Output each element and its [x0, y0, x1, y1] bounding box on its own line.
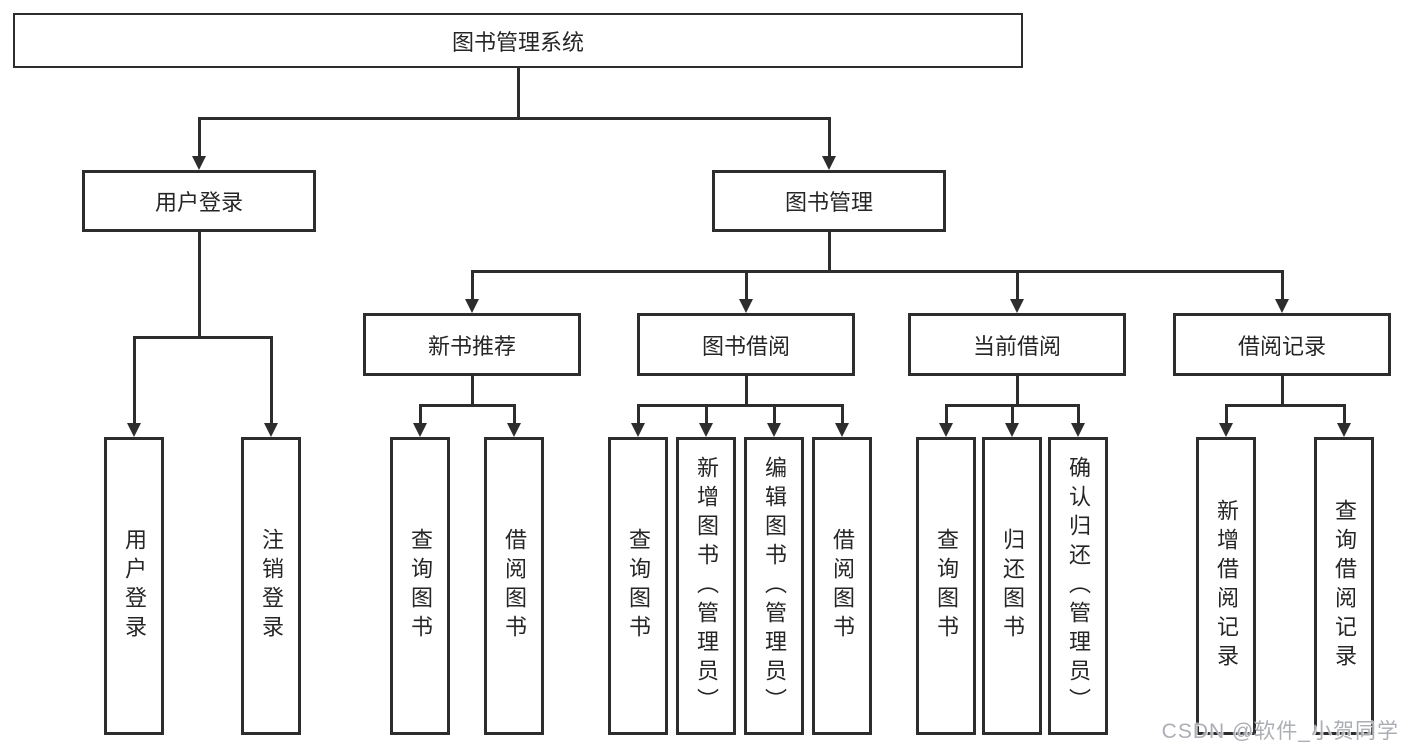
leaf-borrow-books-newbook: 借阅图书	[484, 437, 544, 735]
leaf-confirm-return-admin-label: 确认归还（管理员）	[1066, 455, 1091, 717]
arrow-down-icon	[822, 156, 836, 170]
connector-line	[419, 404, 422, 425]
connector-line	[841, 404, 844, 425]
leaf-query-books-newbook-label: 查询图书	[408, 528, 433, 644]
leaf-query-books-newbook: 查询图书	[390, 437, 450, 735]
connector-line	[1225, 404, 1345, 407]
node-current-borrow-label: 当前借阅	[972, 333, 1061, 359]
node-user-login: 用户登录	[82, 170, 316, 232]
arrow-down-icon	[192, 156, 206, 170]
leaf-query-books-borrow-label: 查询图书	[626, 528, 651, 644]
leaf-borrow-books-borrow-label: 借阅图书	[830, 528, 855, 644]
arrow-down-icon	[739, 299, 753, 313]
arrow-down-icon	[1010, 299, 1024, 313]
connector-line	[133, 336, 136, 424]
arrow-down-icon	[1337, 423, 1351, 437]
leaf-add-borrow-record-label: 新增借阅记录	[1214, 499, 1239, 673]
leaf-query-books-borrow: 查询图书	[608, 437, 668, 735]
leaf-user-login-label: 用户登录	[122, 528, 147, 644]
leaf-add-borrow-record: 新增借阅记录	[1196, 437, 1256, 735]
arrow-down-icon	[127, 423, 141, 437]
watermark: CSDN @软件_小贺同学	[1161, 720, 1399, 743]
leaf-query-borrow-record: 查询借阅记录	[1314, 437, 1374, 735]
leaf-add-book-admin: 新增图书（管理员）	[676, 437, 736, 735]
connector-line	[1343, 404, 1346, 425]
connector-line	[419, 404, 516, 407]
node-borrow-records-label: 借阅记录	[1237, 333, 1326, 359]
leaf-logout-label: 注销登录	[259, 528, 284, 644]
leaf-query-borrow-record-label: 查询借阅记录	[1332, 499, 1357, 673]
node-book-borrow-label: 图书借阅	[701, 333, 790, 359]
arrow-down-icon	[1219, 423, 1233, 437]
leaf-query-books-current-label: 查询图书	[934, 528, 959, 644]
connector-line	[773, 404, 776, 425]
connector-line	[745, 374, 748, 406]
leaf-user-login: 用户登录	[104, 437, 164, 735]
connector-line	[198, 117, 831, 120]
connector-line	[1016, 270, 1019, 301]
connector-line	[828, 117, 831, 157]
node-current-borrow: 当前借阅	[908, 313, 1126, 376]
leaf-borrow-books-borrow: 借阅图书	[812, 437, 872, 735]
connector-line	[1077, 404, 1080, 425]
connector-line	[471, 374, 474, 406]
node-book-borrow: 图书借阅	[637, 313, 855, 376]
leaf-borrow-books-newbook-label: 借阅图书	[502, 528, 527, 644]
node-user-login-label: 用户登录	[154, 190, 243, 215]
node-new-book-recommend-label: 新书推荐	[427, 333, 516, 359]
arrow-down-icon	[767, 423, 781, 437]
node-borrow-records: 借阅记录	[1173, 313, 1391, 376]
node-library-system-label: 图书管理系统	[451, 29, 584, 55]
leaf-add-book-admin-label: 新增图书（管理员）	[694, 455, 719, 717]
connector-line	[270, 336, 273, 424]
connector-line	[745, 270, 748, 301]
arrow-down-icon	[1071, 423, 1085, 437]
leaf-edit-book-admin: 编辑图书（管理员）	[744, 437, 804, 735]
connector-line	[513, 404, 516, 425]
leaf-confirm-return-admin: 确认归还（管理员）	[1048, 437, 1108, 735]
arrow-down-icon	[835, 423, 849, 437]
arrow-down-icon	[699, 423, 713, 437]
connector-line	[637, 404, 843, 407]
arrow-down-icon	[1275, 299, 1289, 313]
connector-line	[133, 336, 273, 339]
arrow-down-icon	[507, 423, 521, 437]
arrow-down-icon	[939, 423, 953, 437]
connector-line	[1281, 374, 1284, 406]
connector-line	[517, 66, 520, 120]
arrow-down-icon	[465, 299, 479, 313]
leaf-return-book: 归还图书	[982, 437, 1042, 735]
arrow-down-icon	[264, 423, 278, 437]
arrow-down-icon	[413, 423, 427, 437]
arrow-down-icon	[631, 423, 645, 437]
connector-line	[945, 404, 948, 425]
connector-line	[1225, 404, 1228, 425]
node-book-management-label: 图书管理	[784, 190, 873, 215]
node-book-management: 图书管理	[712, 170, 946, 232]
leaf-edit-book-admin-label: 编辑图书（管理员）	[762, 455, 787, 717]
connector-line	[1016, 374, 1019, 406]
leaf-return-book-label: 归还图书	[1000, 528, 1025, 644]
connector-line	[1281, 270, 1284, 301]
connector-line	[637, 404, 640, 425]
connector-line	[198, 117, 201, 157]
node-new-book-recommend: 新书推荐	[363, 313, 581, 376]
connector-line	[828, 230, 831, 272]
connector-line	[705, 404, 708, 425]
arrow-down-icon	[1005, 423, 1019, 437]
node-library-system: 图书管理系统	[13, 13, 1023, 68]
connector-line	[198, 230, 201, 338]
connector-line	[1011, 404, 1014, 425]
connector-line	[471, 270, 1284, 273]
leaf-query-books-current: 查询图书	[916, 437, 976, 735]
leaf-logout: 注销登录	[241, 437, 301, 735]
connector-line	[471, 270, 474, 301]
